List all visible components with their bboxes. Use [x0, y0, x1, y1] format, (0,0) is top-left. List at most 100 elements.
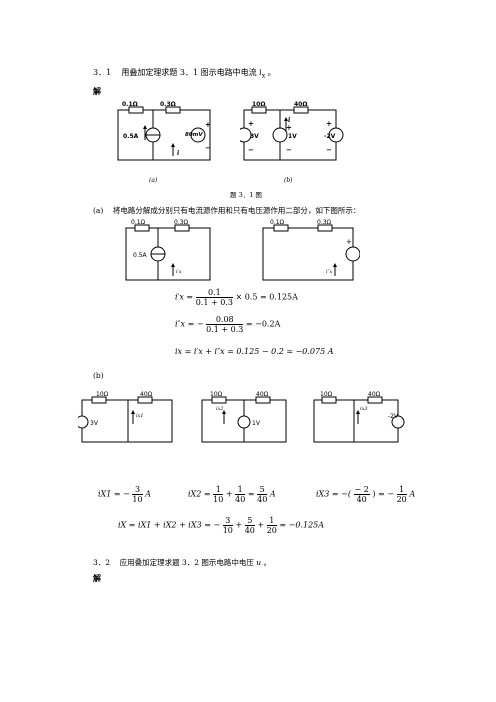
b2-current: ix2 [216, 406, 224, 412]
b-eq4-n1: 3 [222, 516, 233, 526]
part-b-label: (b) [93, 371, 104, 380]
b2-r1: 10Ω [210, 391, 223, 398]
part-a-left-current: i′x [176, 269, 182, 275]
b3-current: ix3 [360, 406, 368, 412]
b-eq1-num: 3 [132, 485, 143, 495]
part-b-circuit-1: 10Ω 40Ω 3V ix1 [78, 390, 178, 448]
part-a-right-plus: + [346, 238, 352, 246]
b-eq2-num3: 5 [257, 485, 268, 495]
fig-b-minus1: − [248, 145, 254, 154]
figure-3-1a: 0.1Ω 0.3Ω 0.5A + − i 80mV (a) [115, 100, 215, 184]
part-a-left-circuit: 0.1Ω 0.3Ω 0.5A i′x [123, 218, 213, 286]
b-eq4-p1: + [235, 520, 243, 530]
part-a-left-r2: 0.3Ω [174, 219, 189, 226]
problem2-variable: u [256, 558, 262, 567]
b-eq2-num1: 1 [213, 485, 224, 495]
fig-a-plus: + [205, 120, 211, 129]
fig-b-minus3: − [326, 145, 332, 154]
b-eq2-unit: A [269, 489, 276, 499]
b-eq3-mid: ) = − [372, 489, 395, 499]
b-eq2-lhs: iX2 = [188, 489, 211, 499]
b-eq3-num1: − 2 [353, 485, 370, 495]
eq1-den: 0.1 + 0.3 [195, 298, 233, 307]
solution-label: 解 [93, 86, 101, 96]
b-eq3-num2: 1 [396, 485, 407, 495]
b1-current: ix1 [136, 413, 144, 419]
part-a-right-r1: 0.1Ω [270, 219, 285, 226]
b-eq3-lhs: iX3 = −( [316, 489, 351, 499]
b-eq2-num2: 1 [235, 485, 246, 495]
eq2-lhs: i″x = − [175, 319, 204, 329]
b3-v: -2V [388, 413, 399, 420]
part-a-right-current: i″x [326, 269, 332, 275]
b1-r1: 10Ω [96, 391, 109, 398]
fig-b-plus3: + [326, 119, 332, 128]
b2-r2: 40Ω [256, 391, 269, 398]
b2-v: 1V [252, 420, 261, 427]
eq1-num: 0.1 [195, 288, 233, 298]
problem-statement: 用叠加定理求题 3．1 图示电路中电流 [121, 68, 257, 77]
part-a-eq3: ix = i′x + i″x = 0.125 − 0.2 = −0.075 A [175, 347, 334, 356]
fig-a-r2: 0.3Ω [160, 101, 176, 108]
problem2-solution-label: 解 [93, 573, 101, 583]
b-eq1-den: 10 [132, 495, 143, 504]
fig-a-vs: 80mV [185, 132, 203, 138]
statement-variable: i [259, 68, 262, 77]
b-eq3-den1: 40 [356, 495, 367, 504]
b-eq4-n3: 1 [266, 516, 277, 526]
part-a-left-cs: 0.5A [133, 252, 148, 259]
problem2-number: 3．2 [93, 558, 111, 567]
part-a-right-circuit: 0.1Ω 0.3Ω + i″x [260, 218, 360, 286]
fig-a-minus: − [205, 143, 211, 152]
fig-a-caption: (a) [149, 177, 158, 184]
fig-b-caption: (b) [284, 177, 293, 184]
b-eq2-den1: 10 [213, 495, 224, 504]
fig-b-r2: 40Ω [294, 101, 307, 108]
fig-b-minus2: − [286, 145, 292, 154]
fig-a-r1: 0.1Ω [122, 101, 138, 108]
part-a-label: (a) [93, 206, 104, 215]
figure-caption: 题 3．1 图 [230, 191, 262, 199]
b3-r1: 10Ω [320, 391, 333, 398]
fig-b-r1: 10Ω [252, 101, 265, 108]
fig-b-ix: i [288, 117, 291, 124]
b-eq1-lhs: iX1 = − [98, 489, 130, 499]
fig-b-v3: -2V [324, 133, 336, 140]
b-eq4-result: = −0.125A [279, 520, 325, 530]
eq2-den: 0.1 + 0.3 [206, 325, 244, 334]
eq3-text: ix = i′x + i″x = 0.125 − 0.2 = −0.075 A [175, 347, 334, 356]
eq1-lhs: i′x = [175, 292, 194, 302]
part-a-left-r1: 0.1Ω [131, 219, 146, 226]
b-eq2-equals: = [247, 489, 255, 499]
part-a-line: (a) 将电路分解成分别只有电流源作用和只有电压源作用二部分，如下图所示： [93, 206, 360, 216]
fig-b-plus1: + [248, 119, 254, 128]
b-eq4-lhs: iX = iX1 + iX2 + iX3 = − [118, 520, 221, 530]
figure-3-1b: 10Ω 40Ω 3V 1V -2V + − + − + − i (b) [240, 100, 350, 184]
b1-r2: 40Ω [140, 391, 153, 398]
problem-heading: 3．1 用叠加定理求题 3．1 图示电路中电流 ix 。 [93, 68, 276, 82]
b-eq2-den2: 40 [235, 495, 246, 504]
statement-end: 。 [267, 68, 276, 77]
b-eq2-den3: 40 [257, 495, 268, 504]
fig-b-v2: 1V [288, 133, 297, 140]
fig-a-ix: i [177, 150, 180, 157]
problem-number: 3．1 [93, 68, 112, 77]
problem2-statement: 应用叠加定理求题 3．2 图示电路中电压 [119, 558, 254, 567]
eq1-rest: × 0.5 = 0.125A [235, 292, 298, 302]
part-a-text: 将电路分解成分别只有电流源作用和只有电压源作用二部分，如下图所示： [112, 206, 361, 215]
b-eq1-unit: A [145, 489, 151, 499]
part-a-right-r2: 0.3Ω [317, 219, 332, 226]
b-eq4-d2: 40 [244, 526, 255, 535]
problem2-end: 。 [263, 558, 272, 567]
b3-r2: 40Ω [368, 391, 381, 398]
b-eq4-p2: + [257, 520, 265, 530]
b1-v: 3V [90, 420, 99, 427]
part-b-circuit-3: 10Ω 40Ω -2V ix3 [312, 390, 412, 448]
b-eq4-n2: 5 [244, 516, 255, 526]
fig-a-cs: 0.5A [123, 133, 139, 140]
